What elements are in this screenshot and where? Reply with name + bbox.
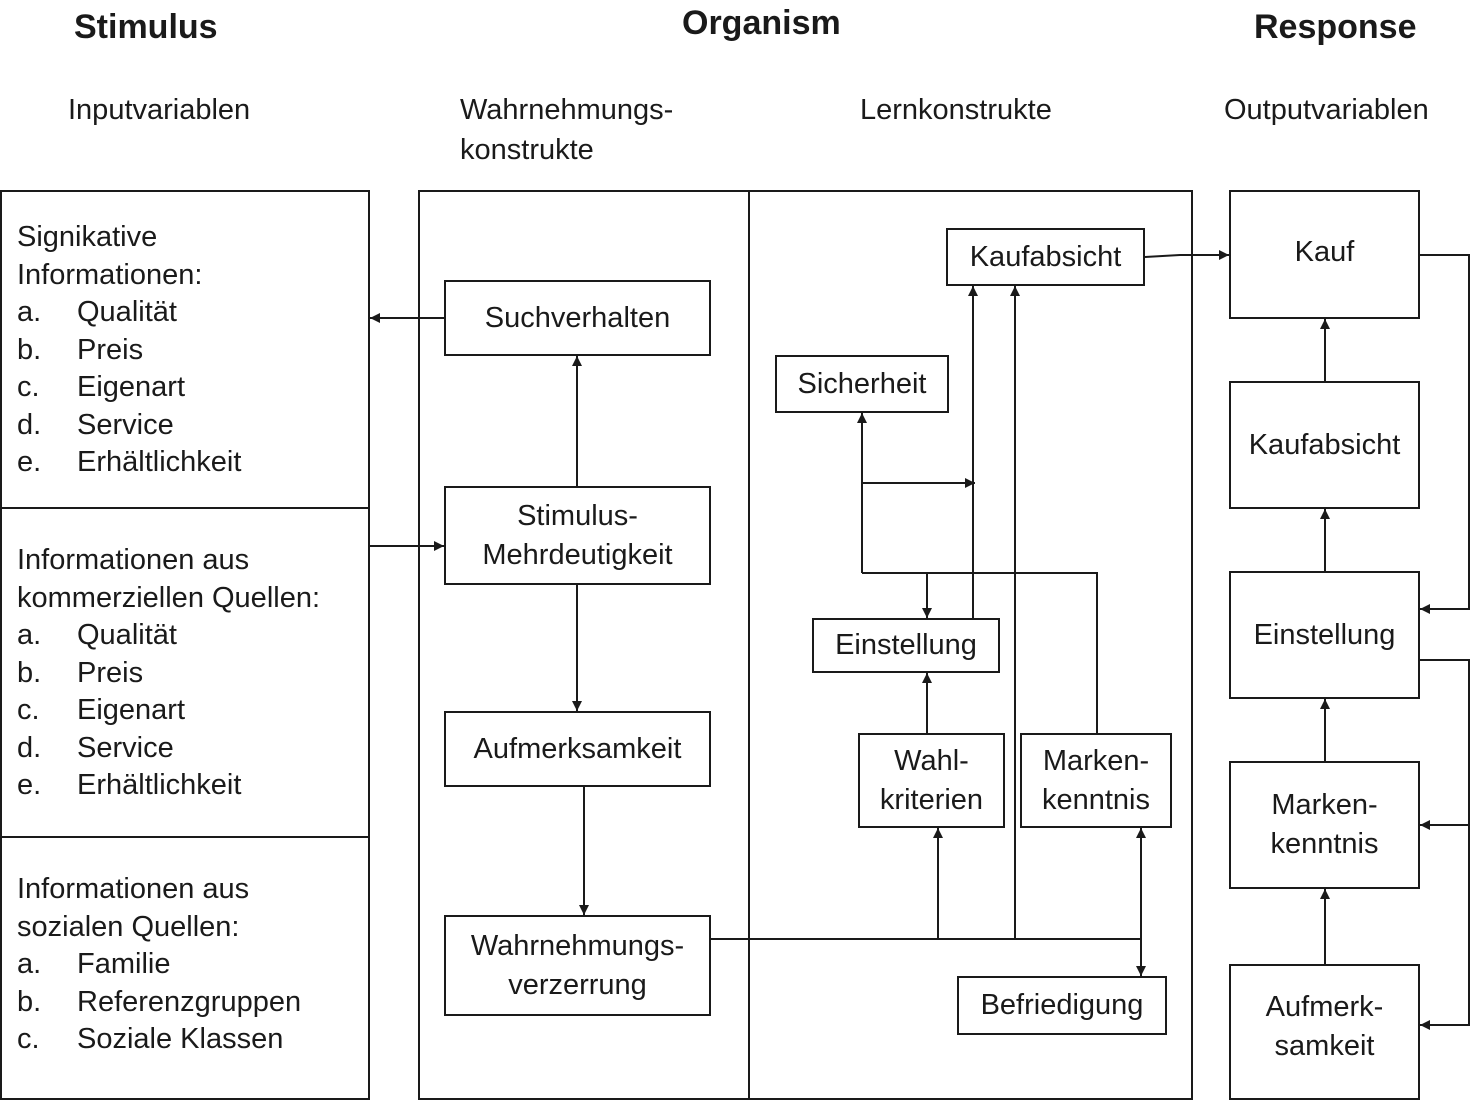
choice-criteria-node: Wahl-kriterien — [858, 733, 1005, 828]
output-purchase-intention-node: Kaufabsicht — [1229, 381, 1420, 509]
confidence-node: Sicherheit — [775, 355, 949, 413]
output-brand-knowledge-node: Marken-kenntnis — [1229, 761, 1420, 889]
loop-purchase-to-attitude — [1420, 254, 1470, 614]
learning-constructs-label: Lernkonstrukte — [860, 94, 1052, 126]
response-header: Response — [1254, 8, 1417, 46]
loop-attitude-to-attention — [1420, 825, 1470, 1030]
search-behavior-node: Suchverhalten — [444, 280, 711, 356]
learning-purchase-intention-node: Kaufabsicht — [946, 228, 1145, 286]
learning-attitude-node: Einstellung — [812, 618, 1000, 673]
arrow-intention-to-purchase — [1144, 250, 1229, 260]
loop-attitude-to-brand — [1420, 659, 1470, 830]
output-attention-node: Aufmerk-samkeit — [1229, 964, 1420, 1100]
attention-node: Aufmerksamkeit — [444, 711, 711, 787]
organism-header: Organism — [682, 4, 841, 42]
input-variables-label: Inputvariablen — [68, 94, 251, 126]
commercial-info-list: Informationen aus kommerziellen Quellen:… — [17, 544, 321, 801]
brand-loop-line — [862, 572, 1098, 733]
output-variables-label: Outputvariablen — [1224, 94, 1429, 126]
significative-info-list: Signikative Informationen: a.Qualität b.… — [17, 221, 242, 478]
output-purchase-node: Kauf — [1229, 190, 1420, 319]
social-info-list: Informationen aus sozialen Quellen: a.Fa… — [17, 873, 302, 1055]
perceptual-bias-node: Wahrnehmungs-verzerrung — [444, 915, 711, 1016]
learning-brand-knowledge-node: Marken-kenntnis — [1020, 733, 1172, 828]
satisfaction-node: Befriedigung — [957, 976, 1167, 1035]
perception-constructs-label: Wahrnehmungs-konstrukte — [460, 94, 674, 166]
stimulus-header: Stimulus — [74, 8, 218, 46]
stimulus-ambiguity-node: Stimulus-Mehrdeutigkeit — [444, 486, 711, 585]
output-attitude-node: Einstellung — [1229, 571, 1420, 699]
